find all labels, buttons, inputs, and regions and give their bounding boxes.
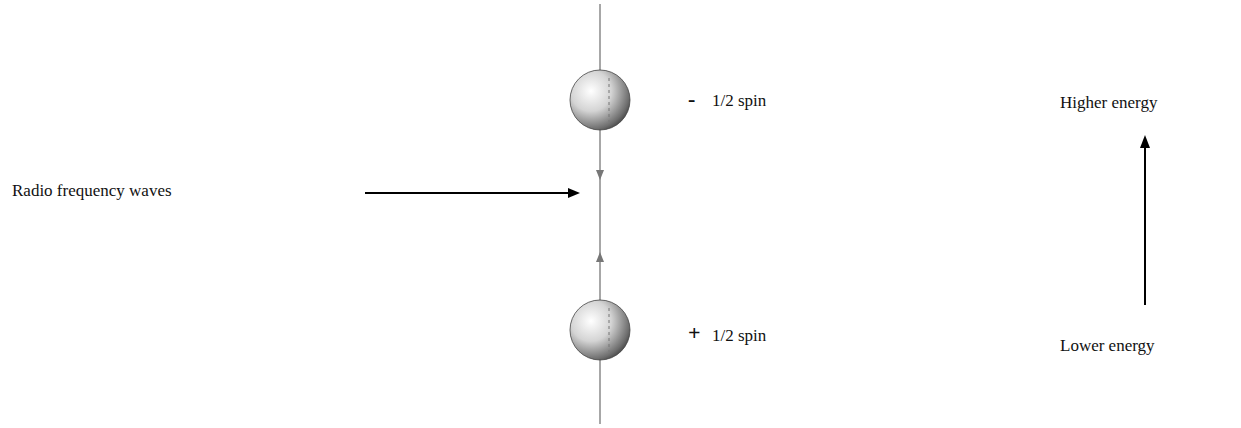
nucleus-sphere <box>570 70 630 130</box>
nucleus-sphere <box>570 300 630 360</box>
sphere-axis <box>609 308 610 352</box>
energy-arrowhead <box>1140 135 1150 148</box>
energy-arrow <box>1144 146 1146 305</box>
spin-arrowhead <box>596 252 604 262</box>
spin-axis <box>599 4 601 424</box>
energy-label: Higher energy <box>1060 93 1157 113</box>
spin-label: 1/2 spin <box>712 326 766 346</box>
rf-arrow <box>365 192 570 194</box>
rf-label: Radio frequency waves <box>12 181 172 201</box>
spin-sign: - <box>688 86 695 112</box>
rf-arrowhead <box>568 188 580 198</box>
spin-label: 1/2 spin <box>712 91 766 111</box>
energy-label: Lower energy <box>1060 336 1155 356</box>
spin-sign: + <box>688 320 701 346</box>
spin-arrowhead <box>596 170 604 180</box>
sphere-axis <box>609 78 610 122</box>
